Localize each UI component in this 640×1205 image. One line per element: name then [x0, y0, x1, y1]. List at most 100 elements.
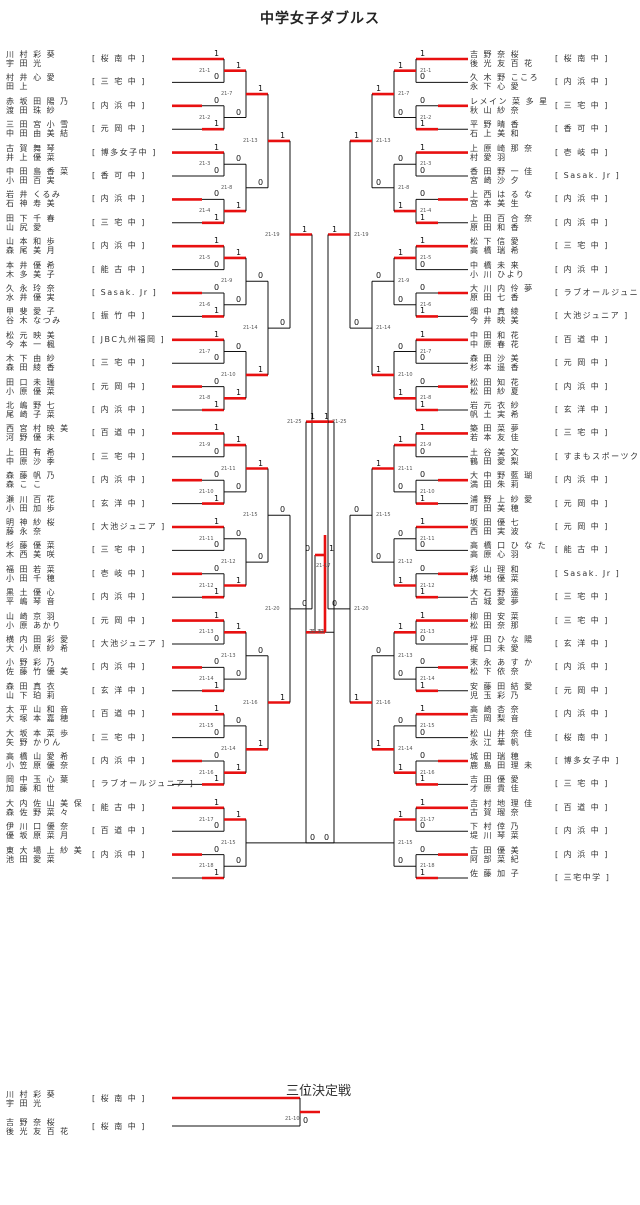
score: 1	[214, 212, 220, 222]
match-number: 21-9	[221, 278, 233, 285]
player-name: 土 谷 美 文	[470, 447, 521, 457]
score: 0	[214, 634, 220, 643]
score: 0	[214, 821, 220, 831]
player-name: 大 小 原 紗 希	[6, 644, 70, 653]
match-number: 21-20	[354, 605, 369, 612]
match-number: 21-3	[420, 161, 432, 168]
player-name: 川 村 彩 葵	[6, 50, 57, 59]
match-number: 21-19	[354, 231, 369, 238]
score: 0	[236, 715, 242, 725]
player-name: 福 田 若 菜	[6, 564, 57, 574]
match-number: 21-2	[420, 114, 432, 121]
player-name: 吉 野 奈 桜	[6, 1118, 57, 1127]
player-name: 高 橋 瑞 希	[470, 246, 521, 256]
school-label: [ 百 道 中 ]	[92, 826, 146, 836]
score: 1	[214, 493, 220, 503]
score: 1	[376, 458, 382, 468]
score: 1	[420, 400, 426, 409]
school-label: [ 内 浜 中 ]	[92, 756, 146, 765]
score: 1	[280, 692, 286, 702]
player-name: 鶴 田 愛 梨	[470, 456, 521, 466]
score: 1	[280, 130, 286, 140]
score: 0	[376, 271, 382, 281]
score: 0	[236, 669, 242, 679]
match-number: 21-14	[221, 746, 236, 753]
match-number: 21-3	[199, 161, 211, 168]
match-number: 21-14	[420, 676, 435, 683]
player-name: 宮 崎 沙 夕	[470, 176, 521, 185]
final-match-number: 21-17	[316, 563, 331, 569]
third-place-score: 1	[303, 1088, 309, 1097]
player-name: 満 田 朱 莉	[470, 480, 521, 490]
score: 0	[398, 107, 404, 117]
match-number: 21-14	[243, 325, 258, 332]
school-label: [ 内 浜 中 ]	[555, 662, 609, 672]
player-name: 松 山 井 奈 佳	[470, 728, 534, 738]
score: 0	[420, 751, 426, 760]
score: 1	[258, 84, 264, 94]
school-label: [ 大池ジュニア ]	[92, 639, 166, 648]
player-name: 高 崎 杏 奈	[470, 705, 521, 715]
score: 0	[420, 470, 426, 480]
player-name: 石 神 寿 美	[6, 199, 57, 209]
score: 0	[258, 645, 264, 655]
player-name: 優 坂 原 菜 月	[6, 831, 70, 841]
match-number: 21-17	[199, 816, 214, 823]
player-name: 森 佐 野 菜 々	[6, 807, 70, 817]
school-label: [ JBC九州福岡 ]	[92, 334, 166, 344]
match-number: 21-11	[420, 535, 435, 542]
score: 0	[236, 528, 242, 538]
score: 0	[420, 563, 426, 573]
player-name: 中 橋 未 来	[470, 260, 521, 270]
match-number: 21-1	[199, 67, 211, 74]
player-name: 小 川 ひより	[470, 269, 526, 279]
player-name: 赤 坂 田 陽 乃	[6, 96, 70, 106]
match-number: 21-16	[199, 769, 214, 776]
school-label: [ 内 浜 中 ]	[92, 849, 146, 859]
score: 0	[302, 598, 308, 608]
player-name: 上 田 有 希	[6, 447, 57, 457]
player-name: 谷 木 なつみ	[6, 316, 62, 326]
player-name: 上 西 は る な	[470, 190, 534, 200]
score: 0	[398, 481, 404, 491]
school-label: [ 壱 岐 中 ]	[92, 568, 146, 578]
player-name: 岡 中 玉 心 葉	[6, 775, 70, 785]
match-number: 21-12	[221, 559, 236, 566]
school-label: [ 三 宅 中 ]	[555, 241, 609, 251]
player-name: 中 田 和 花	[470, 330, 521, 340]
score: 0	[420, 821, 426, 831]
match-number: 21-10	[199, 488, 214, 495]
score: 0	[258, 271, 264, 281]
score: 0	[214, 189, 220, 199]
player-name: 若 本 友 佳	[470, 433, 521, 443]
score: 1	[420, 306, 426, 316]
match-number: 21-13	[398, 652, 413, 659]
page-title: 中学女子ダブルス	[260, 11, 380, 27]
player-name: 池 田 愛 菜	[6, 854, 57, 864]
score: 1	[354, 130, 360, 140]
score: 1	[236, 60, 242, 70]
player-name: 木 下 由 紗	[6, 354, 57, 364]
score: 1	[214, 49, 220, 58]
school-label: [ 内 浜 中 ]	[92, 475, 146, 485]
school-label: [ 香 可 中 ]	[555, 124, 609, 134]
score: 1	[376, 84, 382, 94]
player-name: 平 野 晴 香	[470, 120, 521, 130]
score: 0	[398, 715, 404, 725]
school-label: [ Sasak. Jr ]	[555, 568, 621, 578]
school-label: [ すまもスポーツクラブ ]	[555, 451, 640, 461]
score: 1	[258, 739, 264, 749]
player-name: 中 田 由 美 結	[6, 129, 70, 139]
player-name: 河 野 優 未	[6, 433, 57, 443]
school-label: [ 元 岡 中 ]	[555, 685, 609, 695]
score: 0	[398, 341, 404, 351]
score: 0	[236, 154, 242, 164]
match-number: 21-15	[199, 722, 214, 729]
score: 0	[376, 645, 382, 655]
score: 1	[214, 400, 220, 409]
score: 0	[398, 154, 404, 164]
school-label: [ 元 岡 中 ]	[92, 124, 146, 134]
player-name: 中 原 沙 季	[6, 456, 57, 466]
school-label: [ 元 岡 中 ]	[92, 615, 146, 625]
school-label: [ 三 宅 中 ]	[555, 779, 609, 789]
